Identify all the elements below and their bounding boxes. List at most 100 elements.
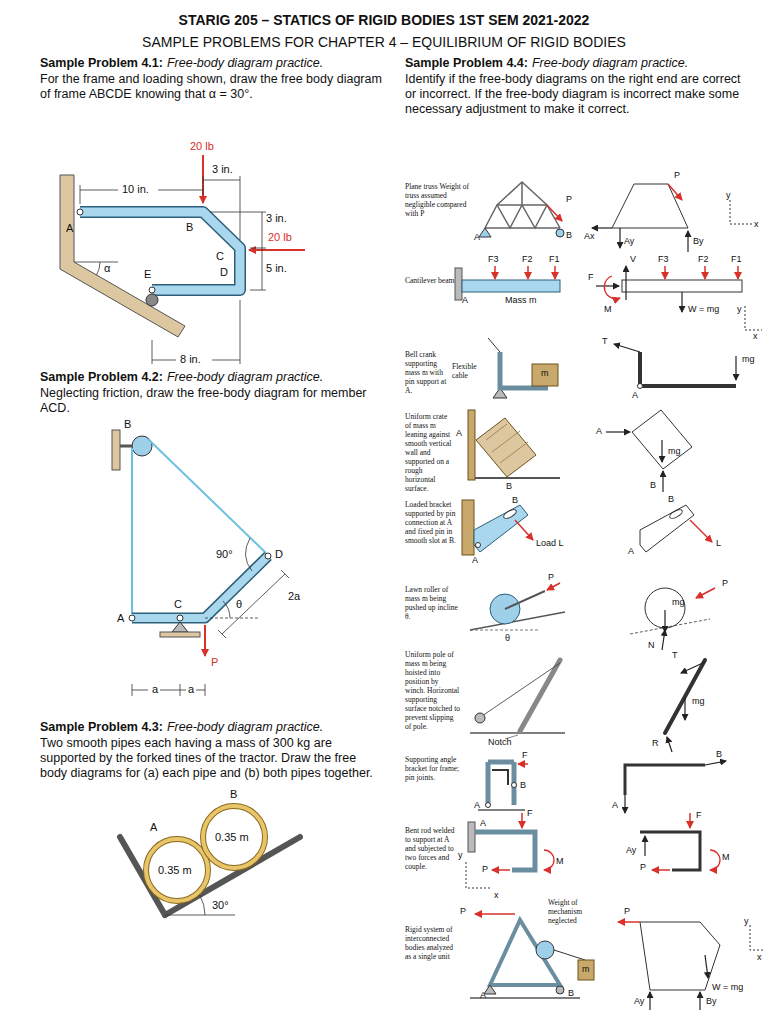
figure-label: A: [456, 428, 462, 439]
mechanism-figure-part: [554, 950, 585, 960]
figure-label: D: [220, 266, 228, 279]
figure-label: m: [541, 368, 549, 379]
figure-label: Notch: [488, 737, 512, 748]
mechanism-figure-part: [475, 913, 515, 915]
figure-label: B: [230, 788, 237, 801]
bracket-figure-part: [640, 505, 694, 552]
bellcrank-figure-part: [532, 364, 558, 386]
figure-label: 3 in.: [212, 163, 233, 176]
bracket-figure: [462, 500, 712, 555]
figure-label: F: [527, 808, 533, 819]
bent-rod-figure-part: [710, 850, 720, 870]
cantilever-figure-part: [622, 280, 742, 292]
case-description: Supporting angle bracket for frame; pin …: [405, 755, 460, 782]
angle-bracket-figure-part: [492, 770, 508, 785]
bent-rod-figure-part: [640, 832, 700, 870]
figure-label: M: [604, 304, 612, 315]
figure-label: B: [668, 494, 674, 505]
figure-label: A: [66, 222, 73, 235]
figure-label: A: [628, 546, 634, 557]
member-figure-part: [177, 615, 183, 621]
crate-figure-part: [475, 477, 560, 479]
figure-label: P: [566, 194, 572, 205]
cantilever-figure-part: [596, 285, 619, 286]
figure-label: A: [480, 990, 486, 1001]
figure-label: F2: [698, 254, 709, 265]
case-description: Plane truss Weight of truss assumed negl…: [405, 182, 471, 218]
bent-rod-figure-part: [644, 836, 645, 856]
member-figure-part: [218, 570, 289, 638]
frame-figure-part: [80, 212, 240, 290]
frame-figure-part: [74, 262, 118, 263]
case-description: Flexible cable: [452, 362, 488, 380]
problem-statement: Two smooth pipes each having a mass of 3…: [40, 736, 385, 781]
bracket-figure-part: [474, 505, 528, 552]
figure-label: α: [104, 262, 110, 275]
pole-figure-part: [475, 713, 485, 723]
roller-figure-part: [505, 591, 545, 609]
figure-label: T: [672, 650, 678, 661]
pole-figure-part: [665, 660, 705, 733]
pole-figure-part: [684, 698, 685, 720]
problem-number: Sample Problem 4.1:: [40, 56, 163, 71]
figure-label: F1: [549, 254, 560, 265]
roller-figure-part: [664, 610, 665, 632]
member-figure-part: [265, 553, 271, 559]
member-figure-part: [129, 615, 135, 621]
figure-label: 0.35 m: [215, 831, 249, 844]
member-figure-part: [223, 601, 230, 618]
figure-label: Mass m: [505, 295, 537, 306]
roller-figure: [470, 583, 715, 650]
mechanism-figure-part: [640, 922, 720, 990]
problem-number: Sample Problem 4.3:: [40, 720, 163, 735]
mechanism-figure-part: [705, 955, 708, 978]
bent-rod-figure-part: [468, 822, 475, 852]
bellcrank-figure-part: [640, 352, 736, 386]
roller-figure-part: [470, 630, 540, 631]
cantilever-figure-part: [494, 266, 496, 279]
angle-bracket-figure-part: [512, 783, 517, 788]
figure-label: y: [458, 850, 463, 861]
figure-label: B: [520, 780, 526, 791]
mechanism-figure-part: [618, 921, 640, 923]
figure-label: A: [150, 821, 157, 834]
pipes-figure-part: [165, 915, 235, 916]
pole-figure-part: [520, 660, 560, 731]
member-figure-part: [205, 618, 258, 619]
figure-label: B: [650, 480, 656, 491]
angle-bracket-figure-part: [486, 803, 491, 808]
case-description: Uniform pole of mass m being hoisted int…: [405, 650, 460, 731]
truss-figure-part: [730, 200, 752, 224]
figure-label: W = mg: [712, 982, 743, 993]
bent-rod-figure: [466, 813, 720, 888]
pipes-figure-part: [146, 839, 208, 901]
figure-label: 30°: [212, 899, 229, 912]
bracket-figure-part: [515, 520, 533, 540]
crate-figure: [468, 410, 692, 492]
truss-figure-part: [485, 182, 560, 228]
figure-label: y: [737, 304, 742, 315]
member-figure-part: [131, 448, 133, 614]
truss-figure: [479, 182, 752, 252]
frame-figure-part: [146, 294, 158, 306]
figure-label: x: [494, 890, 499, 901]
member-figure-part: [132, 684, 205, 696]
figure-label: P: [640, 862, 646, 873]
figure-label: y: [726, 190, 731, 201]
figure-label: 90°: [216, 548, 233, 561]
figure-label: 0.35 m: [158, 864, 192, 877]
pipes-figure-part: [146, 839, 208, 901]
truss-figure-part: [612, 184, 688, 228]
figure-label: C: [174, 598, 182, 611]
frame-figure-part-part: [210, 212, 266, 290]
frame-figure-part: [149, 287, 155, 293]
figure-label: m: [582, 964, 590, 975]
figure-label: By: [706, 996, 717, 1007]
member-figure-part: [132, 556, 268, 618]
case-description: Loaded bracket supported by pin connecti…: [405, 500, 457, 545]
frame-figure-part: [80, 212, 240, 290]
bellcrank-figure: [488, 338, 736, 398]
pole-figure-part: [681, 662, 705, 673]
cantilever-figure-part: [625, 266, 626, 300]
frame-figure-part: [97, 262, 101, 275]
